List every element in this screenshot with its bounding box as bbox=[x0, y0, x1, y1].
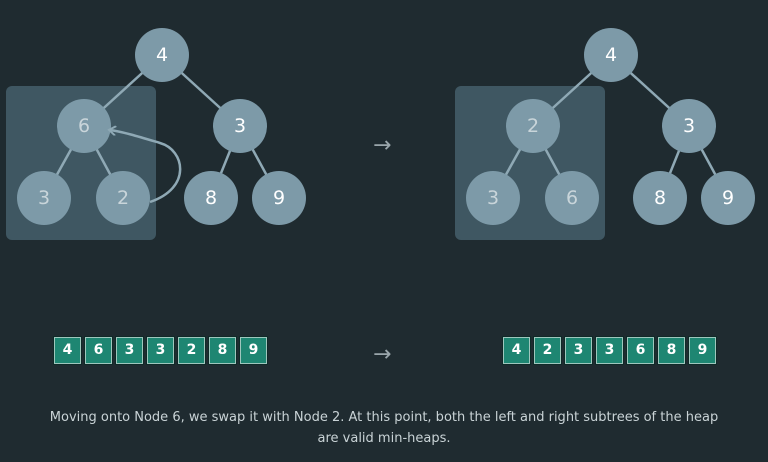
array-after-cell: 6 bbox=[626, 336, 655, 365]
left-node-lr bbox=[96, 171, 150, 225]
right-node-lr bbox=[545, 171, 599, 225]
array-before-cell: 6 bbox=[84, 336, 113, 365]
right-node-r-label: 3 bbox=[683, 115, 695, 137]
tree-transition-arrow: → bbox=[373, 133, 392, 158]
left-node-rr-label: 9 bbox=[273, 187, 285, 209]
right-node-rr-label: 9 bbox=[722, 187, 734, 209]
right-node-rr bbox=[701, 171, 755, 225]
array-after-cell: 4 bbox=[502, 336, 531, 365]
left-node-rr bbox=[252, 171, 306, 225]
array-after: 4 2 3 3 6 8 9 bbox=[502, 336, 717, 365]
array-transition-arrow: → bbox=[373, 342, 392, 367]
left-node-l bbox=[57, 99, 111, 153]
array-before-cell: 9 bbox=[239, 336, 268, 365]
left-node-ll-label: 3 bbox=[38, 187, 50, 209]
array-before-cell: 4 bbox=[53, 336, 82, 365]
array-before-cell: 8 bbox=[208, 336, 237, 365]
left-node-rl-label: 8 bbox=[205, 187, 217, 209]
left-heap-tree: 4 6 3 3 2 8 9 bbox=[6, 28, 306, 240]
array-after-cell: 3 bbox=[564, 336, 593, 365]
right-node-l-label: 2 bbox=[527, 115, 539, 137]
array-before-cell: 3 bbox=[146, 336, 175, 365]
right-node-rl-label: 8 bbox=[654, 187, 666, 209]
right-node-ll-label: 3 bbox=[487, 187, 499, 209]
left-node-l-label: 6 bbox=[78, 115, 90, 137]
left-node-root bbox=[135, 28, 189, 82]
array-before-cell: 2 bbox=[177, 336, 206, 365]
left-node-rl bbox=[184, 171, 238, 225]
left-node-ll bbox=[17, 171, 71, 225]
left-node-lr-label: 2 bbox=[117, 187, 129, 209]
right-node-lr-label: 6 bbox=[566, 187, 578, 209]
right-heap-tree: 4 2 3 3 6 8 9 bbox=[455, 28, 755, 240]
right-node-r bbox=[662, 99, 716, 153]
right-node-root-label: 4 bbox=[605, 44, 617, 66]
explanation-caption: Moving onto Node 6, we swap it with Node… bbox=[49, 410, 719, 446]
array-after-cell: 8 bbox=[657, 336, 686, 365]
right-node-ll bbox=[466, 171, 520, 225]
left-node-r-label: 3 bbox=[234, 115, 246, 137]
array-after-cell: 9 bbox=[688, 336, 717, 365]
array-after-cell: 3 bbox=[595, 336, 624, 365]
array-before-cell: 3 bbox=[115, 336, 144, 365]
left-node-root-label: 4 bbox=[156, 44, 168, 66]
right-node-root bbox=[584, 28, 638, 82]
right-node-rl bbox=[633, 171, 687, 225]
right-node-l bbox=[506, 99, 560, 153]
array-before: 4 6 3 3 2 8 9 bbox=[53, 336, 268, 365]
left-node-r bbox=[213, 99, 267, 153]
array-after-cell: 2 bbox=[533, 336, 562, 365]
swap-arrow bbox=[110, 130, 182, 204]
